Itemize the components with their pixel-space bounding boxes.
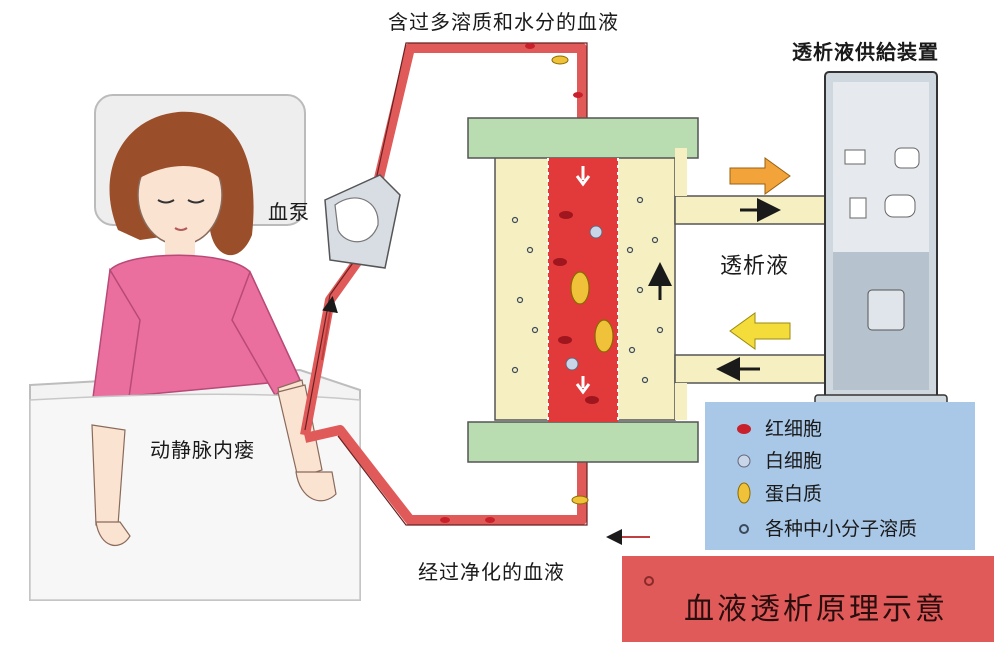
label-purified-blood: 经过净化的血液 (418, 560, 565, 584)
label-supply-device: 透析液供給装置 (792, 40, 939, 64)
small-solute-icon (739, 524, 749, 534)
protein-icon (737, 482, 751, 504)
small-solute-icon (644, 576, 654, 586)
dialyzer-cap-bottom (467, 421, 699, 463)
dialyzer (467, 117, 804, 463)
arterial-tube (300, 43, 587, 436)
label-dialysate: 透析液 (720, 254, 790, 279)
diagram-title: 血液透析原理示意 (684, 592, 948, 627)
title-banner: 血液透析原理示意 (622, 556, 994, 642)
white-blood-cell-icon (737, 454, 751, 468)
red-blood-cell-icon (737, 424, 751, 434)
legend: 红细胞 白细胞 蛋白质 各种中小分子溶质 (705, 402, 975, 550)
patient-figure (29, 94, 361, 601)
label-unpurified-blood: 含过多溶质和水分的血液 (388, 10, 619, 34)
legend-row-red-blood-cell: 红细胞 (735, 414, 822, 441)
label-av-fistula: 动静脉内瘘 (150, 438, 255, 462)
inflow-arrow (729, 312, 791, 350)
legend-row-white-blood-cell: 白细胞 (735, 446, 822, 473)
tube-blood-cells (440, 43, 589, 523)
legend-row-protein: 蛋白质 (735, 479, 822, 506)
supply-device (814, 71, 948, 408)
legend-row-small-solute: 各种中小分子溶质 (735, 514, 917, 541)
dialysate-ports (674, 148, 826, 420)
hair-bangs (136, 135, 225, 182)
label-blood-pump: 血泵 (268, 200, 310, 224)
outflow-arrow (729, 157, 791, 195)
blood-pump (324, 174, 401, 269)
dialyzer-cap-top (467, 117, 699, 159)
